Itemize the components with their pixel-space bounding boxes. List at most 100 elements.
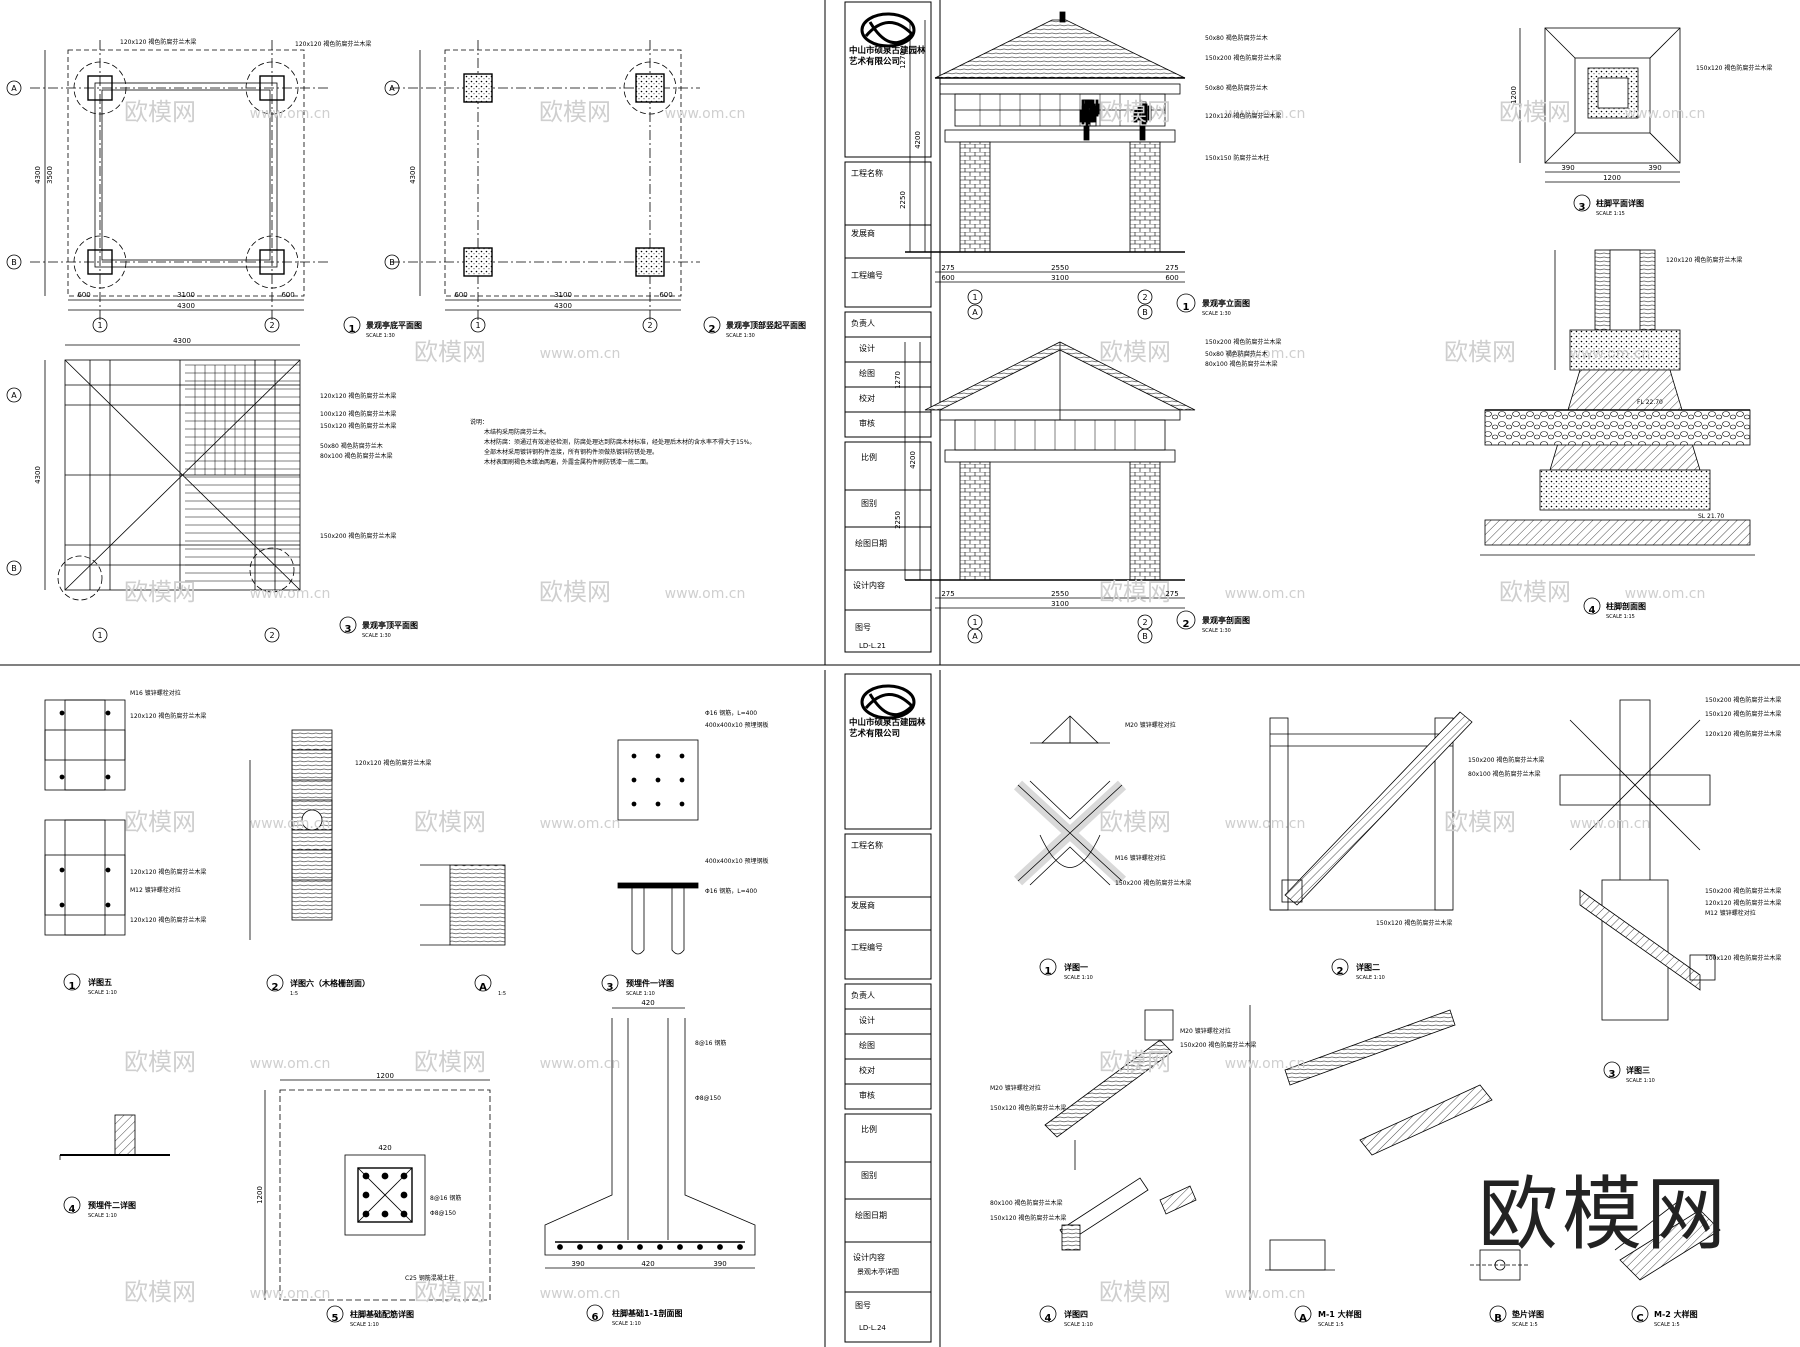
annotation-callout: 80x100 褐色防腐芬兰木梁 xyxy=(1205,360,1278,368)
watermark-logo-text: 欧模网 xyxy=(124,1278,196,1306)
dimension-value: 1270 xyxy=(899,51,907,69)
label-category: 图别 xyxy=(861,499,877,508)
drawing-scale: SCALE 1:10 xyxy=(1064,975,1093,981)
detail-3 xyxy=(1559,699,1716,1079)
elevation-view xyxy=(905,11,1196,320)
drawing-scale: SCALE 1:5 xyxy=(1512,1322,1538,1328)
drawing-scale: SCALE 1:10 xyxy=(350,1322,379,1328)
watermark-logo-text: 欧模网 xyxy=(1099,578,1171,606)
plan-base xyxy=(6,40,361,334)
annotation-callout: 80x100 褐色防腐芬兰木梁 xyxy=(320,452,393,460)
note-line: 说明： xyxy=(470,419,489,426)
annotation-callout: 8@16 钢筋 xyxy=(695,1039,726,1047)
dimension-value: 1200 xyxy=(376,1072,394,1080)
label-sheet-no: 图号 xyxy=(855,1301,871,1310)
dimension-value: 390 xyxy=(1648,164,1661,172)
watermark-logo-text: 欧模网 xyxy=(124,578,196,606)
watermark-url: www.om.cn xyxy=(1225,1056,1306,1072)
drawing-number: 3 xyxy=(1609,1069,1616,1080)
label-project-no: 工程编号 xyxy=(851,271,883,280)
watermark-url: www.om.cn xyxy=(540,816,621,832)
drawing-number: 4 xyxy=(1045,1313,1052,1324)
watermark-url: www.om.cn xyxy=(1570,816,1651,832)
watermark-url: www.om.cn xyxy=(1225,586,1306,602)
drawing-scale: SCALE 1:15 xyxy=(1596,211,1625,217)
label-sheet-no: 图号 xyxy=(855,623,871,632)
drawing-title: 景观亭顶平面图 xyxy=(362,620,418,630)
dimension-value: 4200 xyxy=(914,131,922,149)
dimension-value: 600 xyxy=(941,274,954,282)
dimension-value: 3100 xyxy=(177,291,195,299)
sheet-no: LD-L.21 xyxy=(859,642,886,650)
column-foot-section xyxy=(1480,249,1755,615)
annotation-callout: 150x200 褐色防腐芬兰木梁 xyxy=(1705,696,1781,704)
dimension-value: 4200 xyxy=(909,451,917,469)
drawing-title: M-1 大样图 xyxy=(1318,1309,1362,1319)
company-name: 中山市硕泉古建园林艺术有限公司 xyxy=(849,46,926,67)
annotation-callout: 150x200 褐色防腐芬兰木梁 xyxy=(1205,338,1281,346)
dimension-value: 3100 xyxy=(1051,274,1069,282)
dimension-value: 600 xyxy=(281,291,294,299)
dimension-value: 420 xyxy=(641,1260,654,1268)
detail-1 xyxy=(1013,715,1127,976)
dimension-value: 600 xyxy=(659,291,672,299)
design-notes: 说明： 木结构采用防腐芬兰木。 木材防腐：须通过有效途径检测，防腐处理达到防腐木… xyxy=(470,418,790,468)
drawing-number: A xyxy=(479,982,487,993)
grid-label: B xyxy=(11,564,17,573)
watermark-url: www.om.cn xyxy=(665,106,746,122)
note-line: 木材表面刷褐色木蜡油两遍，外露金属构件刷防锈漆一底二面。 xyxy=(484,459,653,466)
drawing-title: 柱脚剖面图 xyxy=(1606,601,1646,611)
annotation-callout: 50x80 褐色防腐芬兰木 xyxy=(1205,34,1268,42)
drawing-number: 4 xyxy=(69,1204,76,1215)
dimension-value: 275 xyxy=(1165,264,1178,272)
dimension-value: 275 xyxy=(1165,590,1178,598)
drawing-scale: SCALE 1:30 xyxy=(362,633,391,639)
annotation-callout: 150x120 褐色防腐芬兰木梁 xyxy=(1696,64,1772,72)
grid-label: A xyxy=(11,84,17,93)
drawing-number: 1 xyxy=(69,981,76,992)
watermark-logo-text: 欧模网 xyxy=(1099,808,1171,836)
dimension-value: 600 xyxy=(454,291,467,299)
drawing-title: 柱脚基础配筋详图 xyxy=(350,1309,414,1319)
watermark-url: www.om.cn xyxy=(1625,106,1706,122)
label-category: 图别 xyxy=(861,1171,877,1180)
watermark-url: www.om.cn xyxy=(1625,586,1706,602)
drawing-number: 4 xyxy=(1589,605,1596,616)
label-review: 审核 xyxy=(859,1091,875,1100)
drawing-title: 详图二 xyxy=(1356,962,1380,972)
dimension-value: 390 xyxy=(713,1260,726,1268)
watermark-url: www.om.cn xyxy=(1570,346,1651,362)
dimension-value: 2250 xyxy=(899,191,907,209)
watermark-logo-text: 欧模网 xyxy=(1099,338,1171,366)
content-value: 景观木亭详图 xyxy=(857,1268,899,1276)
drawing-number: 2 xyxy=(272,982,279,993)
annotation-callout: 120x120 褐色防腐芬兰木梁 xyxy=(295,40,371,48)
annotation-callout: 150x200 褐色防腐芬兰木梁 xyxy=(320,532,396,540)
watermark-logo-text: 欧模网 xyxy=(414,1278,486,1306)
grid-label: 1 xyxy=(475,321,480,330)
note-line: 全部木材采用镀锌钢构件连接，所有钢构件须做热镀锌防锈处理。 xyxy=(484,449,659,456)
annotation-callout: Φ8@150 xyxy=(430,1210,456,1217)
watermark-url: www.om.cn xyxy=(540,346,621,362)
drawing-number: 3 xyxy=(1579,202,1586,213)
label-date: 绘图日期 xyxy=(855,1211,887,1220)
watermark-logo-text: 欧模网 xyxy=(1099,1048,1171,1076)
annotation-callout: 400x400x10 预埋钢板 xyxy=(705,721,769,729)
drawing-number: B xyxy=(1494,1313,1502,1324)
drawing-number: C xyxy=(1636,1313,1643,1324)
watermark-logo-text: 欧模网 xyxy=(1444,808,1516,836)
drawing-scale: SCALE 1:30 xyxy=(366,333,395,339)
company-name: 中山市硕泉古建园林艺术有限公司 xyxy=(849,718,926,739)
detail-4 xyxy=(1039,1009,1197,1323)
title-block-top xyxy=(844,1,932,653)
annotation-callout: M20 镀锌螺栓对拉 xyxy=(990,1084,1041,1092)
annotation-callout: FL 22.70 xyxy=(1637,399,1663,406)
annotation-callout: 80x100 褐色防腐芬兰木梁 xyxy=(1468,770,1541,778)
grid-label: 2 xyxy=(1142,618,1147,627)
drawing-title: 详图三 xyxy=(1626,1065,1650,1075)
watermark-url: www.om.cn xyxy=(1225,346,1306,362)
watermark-url: www.om.cn xyxy=(250,106,331,122)
dimension-value: 1200 xyxy=(1603,174,1621,182)
embed-1 xyxy=(601,739,699,992)
